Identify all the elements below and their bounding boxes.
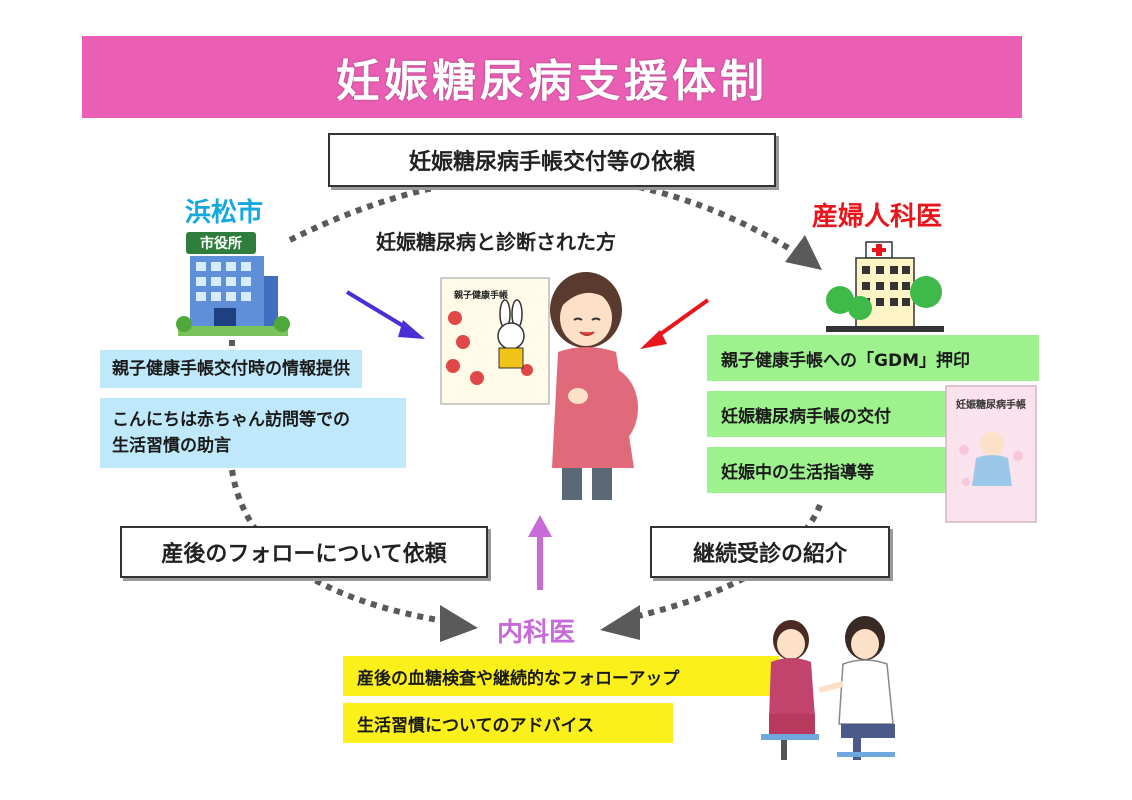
hospital-icon: [826, 241, 944, 332]
request-postpartum-text: 産後のフォローについて依頼: [161, 542, 447, 567]
gdm-booklet-icon: 妊娠糖尿病手帳: [945, 385, 1037, 523]
request-postpartum-label: 産後のフォローについて依頼: [120, 526, 488, 578]
city-hall-sign: 市役所: [200, 235, 242, 252]
request-top-label: 妊娠糖尿病手帳交付等の依頼: [328, 133, 776, 187]
city-hall-icon: 市役所: [176, 232, 290, 336]
arrowhead-to-internal-right: [600, 605, 640, 640]
city-item-1-text: 親子健康手帳交付時の情報提供: [112, 359, 350, 379]
booklet-left-title: 親子健康手帳: [454, 289, 508, 301]
booklet-right-title: 妊娠糖尿病手帳: [956, 398, 1026, 411]
obgyn-name: 産婦人科医: [812, 202, 943, 232]
page-title: 妊娠糖尿病支援体制: [336, 56, 768, 107]
internal-item-2-text: 生活習慣についてのアドバイス: [357, 715, 594, 736]
pregnant-woman-icon: [550, 272, 638, 500]
title-banner: 妊娠糖尿病支援体制: [82, 36, 1022, 118]
referral-text: 継続受診の紹介: [692, 542, 847, 567]
arrow-obgyn-to-patient: [653, 298, 710, 340]
maternal-booklet-icon: 親子健康手帳: [440, 277, 550, 405]
city-name: 浜松市: [185, 198, 264, 228]
internal-item-1-text: 産後の血糖検査や継続的なフォローアップ: [357, 668, 680, 689]
obgyn-item-1: 親子健康手帳への「GDM」押印: [707, 335, 1039, 381]
arrowhead-blue: [398, 320, 425, 339]
doctor-consultation-icon: [761, 616, 895, 760]
arrowhead-red: [640, 330, 667, 349]
obgyn-item-2-text: 妊娠糖尿病手帳の交付: [721, 406, 891, 427]
obgyn-item-1-text: 親子健康手帳への「GDM」押印: [721, 350, 970, 371]
internal-item-1: 産後の血糖検査や継続的なフォローアップ: [343, 656, 779, 696]
referral-label: 継続受診の紹介: [650, 526, 890, 578]
city-item-1: 親子健康手帳交付時の情報提供: [100, 350, 362, 388]
patient-label: 妊娠糖尿病と診断された方: [376, 230, 616, 254]
arrowhead-to-obgyn: [785, 235, 822, 270]
obgyn-item-3: 妊娠中の生活指導等: [707, 447, 973, 493]
arrowhead-up-purple: [528, 515, 552, 537]
flow-arc-top: [288, 173, 802, 258]
request-top-text: 妊娠糖尿病手帳交付等の依頼: [408, 150, 695, 175]
city-item-2: こんにちは赤ちゃん訪問等での 生活習慣の助言: [100, 398, 406, 468]
internal-name: 内科医: [497, 618, 576, 648]
internal-item-2: 生活習慣についてのアドバイス: [343, 703, 673, 743]
obgyn-item-2: 妊娠糖尿病手帳の交付: [707, 391, 973, 437]
obgyn-item-3-text: 妊娠中の生活指導等: [721, 462, 874, 483]
arrow-city-to-patient: [345, 290, 412, 332]
arrowhead-to-internal-left: [440, 605, 478, 642]
city-item-2-text: こんにちは赤ちゃん訪問等での 生活習慣の助言: [112, 410, 350, 456]
